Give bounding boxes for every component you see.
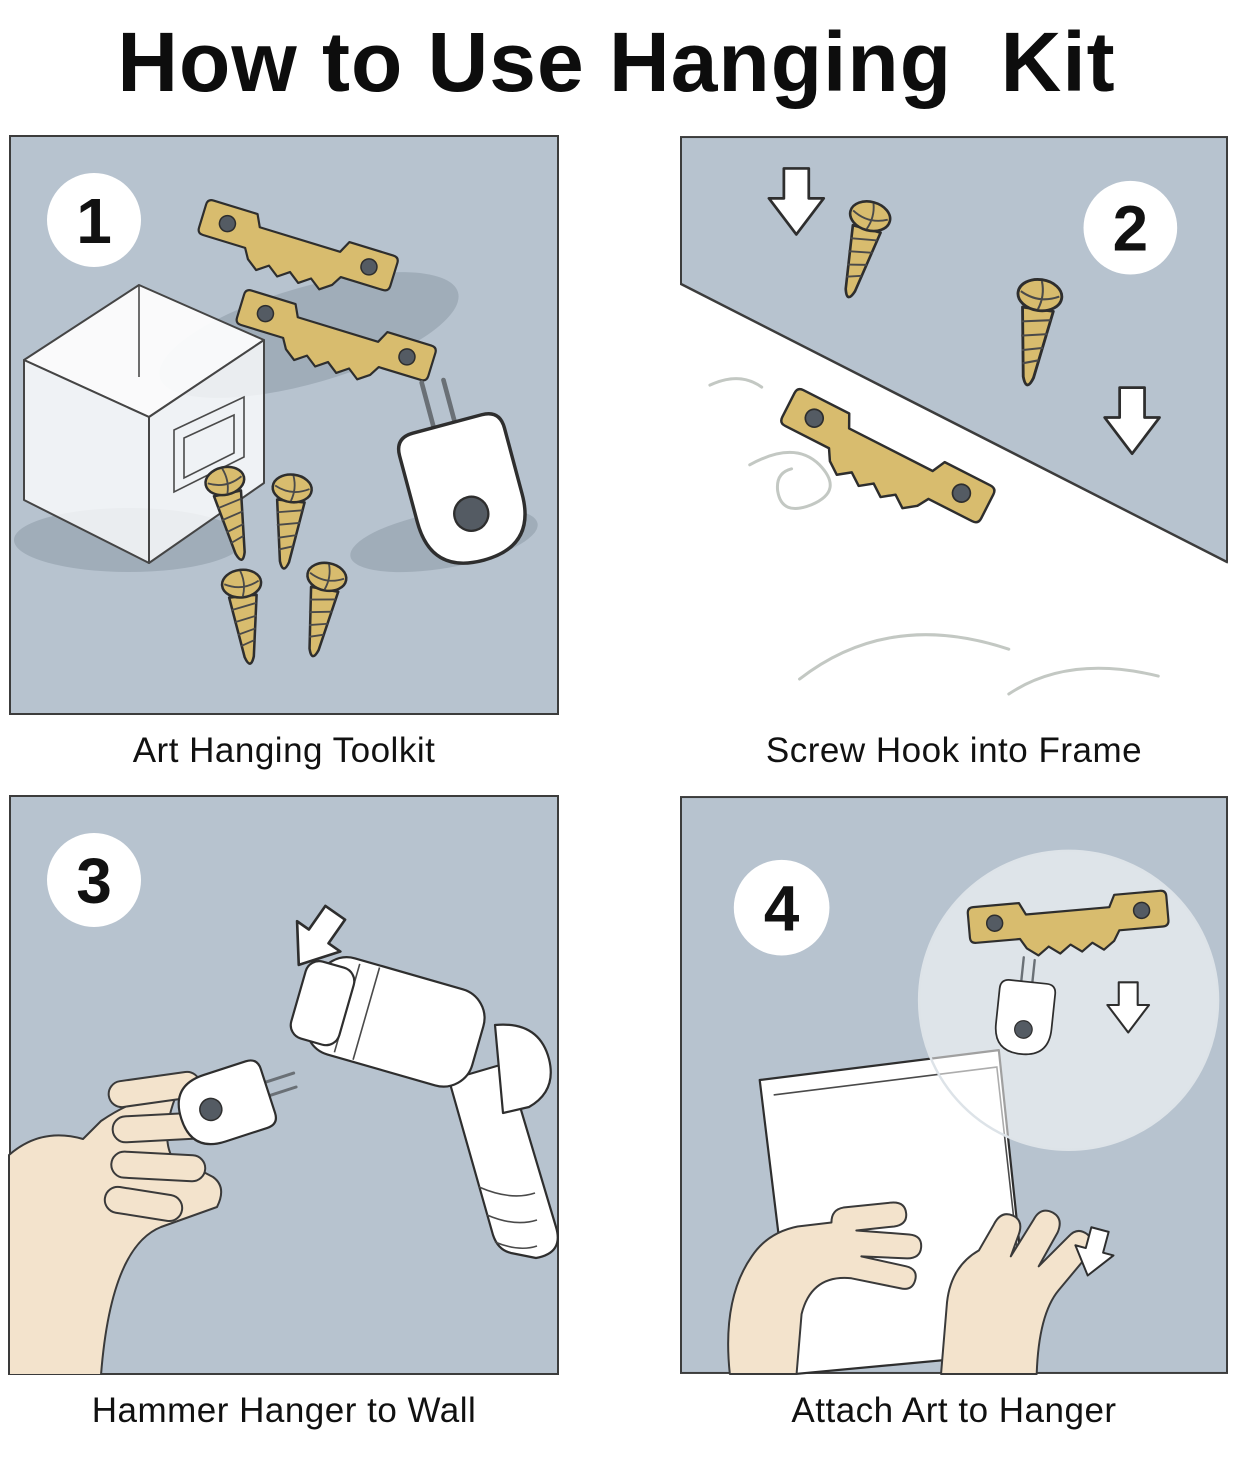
step-panel-3: 3 Hammer Hanger to Wall [8, 795, 560, 1449]
step-number: 1 [76, 185, 112, 257]
step-number-badge: 2 [1083, 180, 1178, 275]
step-number-badge: 1 [47, 173, 141, 267]
step2-illustration: 2 [680, 136, 1228, 714]
step-panel-4: 4 Attach Art to Hanger [680, 795, 1228, 1449]
step1-illustration: 1 [9, 135, 559, 715]
hand-icon [8, 1070, 223, 1375]
step-panel-1: 1 Art Hanging Toolkit [8, 135, 560, 789]
step4-illustration: 4 [680, 796, 1228, 1375]
step-caption-2: Screw Hook into Frame [765, 731, 1143, 770]
step-number: 3 [76, 845, 112, 917]
left-hand-icon [727, 1201, 923, 1375]
step-number: 2 [1113, 193, 1148, 265]
step-caption-4: Attach Art to Hanger [791, 1391, 1117, 1430]
hammer-icon [289, 956, 559, 1260]
magnifier-circle [917, 849, 1220, 1152]
step-number-badge: 4 [733, 859, 830, 956]
step-panel-2: 2 Screw Hook into Frame [680, 135, 1228, 789]
storage-box-icon [23, 284, 265, 564]
steps-grid: 1 Art Hanging Toolkit [0, 135, 1233, 1449]
step-caption-1: Art Hanging Toolkit [132, 731, 436, 770]
page-title: How to Use Hanging Kit [117, 15, 1116, 109]
step-caption-3: Hammer Hanger to Wall [91, 1391, 477, 1430]
step-number-badge: 3 [47, 833, 141, 927]
step-number: 4 [764, 873, 800, 945]
step3-illustration: 3 [8, 795, 559, 1375]
